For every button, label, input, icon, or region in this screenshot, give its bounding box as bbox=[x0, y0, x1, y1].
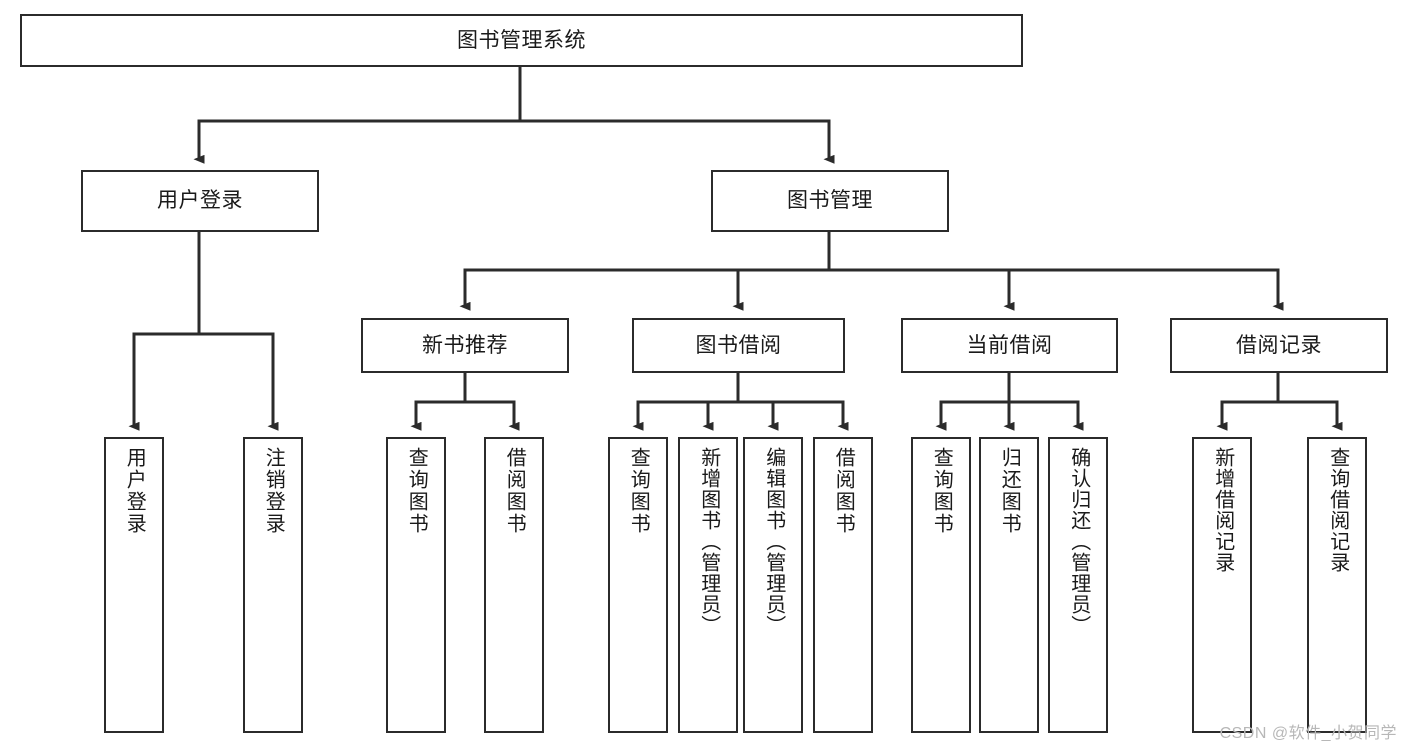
leaf-label: 归还图书 bbox=[998, 447, 1021, 535]
leaf-label: 确认归还（管理员） bbox=[1067, 447, 1090, 636]
leaf-logout[interactable]: 注销登录 bbox=[243, 437, 303, 733]
node-new-book-recommendation[interactable]: 新书推荐 bbox=[361, 318, 569, 373]
node-label: 用户登录 bbox=[157, 189, 243, 213]
leaf-label: 查询图书 bbox=[930, 447, 953, 535]
leaf-query-book-recommendation[interactable]: 查询图书 bbox=[386, 437, 446, 733]
node-label: 当前借阅 bbox=[966, 333, 1053, 357]
leaf-label: 查询借阅记录 bbox=[1326, 447, 1349, 573]
node-label: 图书管理 bbox=[787, 189, 873, 213]
node-user-login[interactable]: 用户登录 bbox=[81, 170, 319, 232]
node-label: 借阅记录 bbox=[1236, 333, 1322, 357]
node-current-borrowing[interactable]: 当前借阅 bbox=[901, 318, 1118, 373]
leaf-query-book-borrowing[interactable]: 查询图书 bbox=[608, 437, 668, 733]
leaf-label: 查询图书 bbox=[405, 447, 428, 535]
leaf-user-login[interactable]: 用户登录 bbox=[104, 437, 164, 733]
leaf-label: 查询图书 bbox=[627, 447, 650, 535]
node-borrow-records[interactable]: 借阅记录 bbox=[1170, 318, 1388, 373]
node-book-borrowing[interactable]: 图书借阅 bbox=[632, 318, 845, 373]
leaf-edit-book-admin[interactable]: 编辑图书（管理员） bbox=[743, 437, 803, 733]
leaf-borrow-book-borrowing[interactable]: 借阅图书 bbox=[813, 437, 873, 733]
node-root-book-management-system[interactable]: 图书管理系统 bbox=[20, 14, 1023, 67]
leaf-label: 借阅图书 bbox=[832, 447, 855, 535]
leaf-add-book-admin[interactable]: 新增图书（管理员） bbox=[678, 437, 738, 733]
node-label: 图书借阅 bbox=[695, 333, 782, 357]
leaf-borrow-book-recommendation[interactable]: 借阅图书 bbox=[484, 437, 544, 733]
leaf-return-book[interactable]: 归还图书 bbox=[979, 437, 1039, 733]
node-label: 新书推荐 bbox=[422, 333, 508, 357]
leaf-label: 借阅图书 bbox=[503, 447, 526, 535]
leaf-query-book-current[interactable]: 查询图书 bbox=[911, 437, 971, 733]
leaf-add-borrow-record[interactable]: 新增借阅记录 bbox=[1192, 437, 1252, 733]
leaf-label: 用户登录 bbox=[123, 447, 146, 535]
node-label: 图书管理系统 bbox=[457, 28, 586, 52]
leaf-query-borrow-record[interactable]: 查询借阅记录 bbox=[1307, 437, 1367, 733]
leaf-label: 新增图书（管理员） bbox=[697, 447, 720, 636]
leaf-confirm-return-admin[interactable]: 确认归还（管理员） bbox=[1048, 437, 1108, 733]
node-book-management[interactable]: 图书管理 bbox=[711, 170, 949, 232]
leaf-label: 注销登录 bbox=[262, 447, 285, 535]
leaf-label: 新增借阅记录 bbox=[1211, 447, 1234, 573]
csdn-watermark: CSDN @软件_小贺同学 bbox=[1219, 725, 1397, 742]
leaf-label: 编辑图书（管理员） bbox=[762, 447, 785, 636]
